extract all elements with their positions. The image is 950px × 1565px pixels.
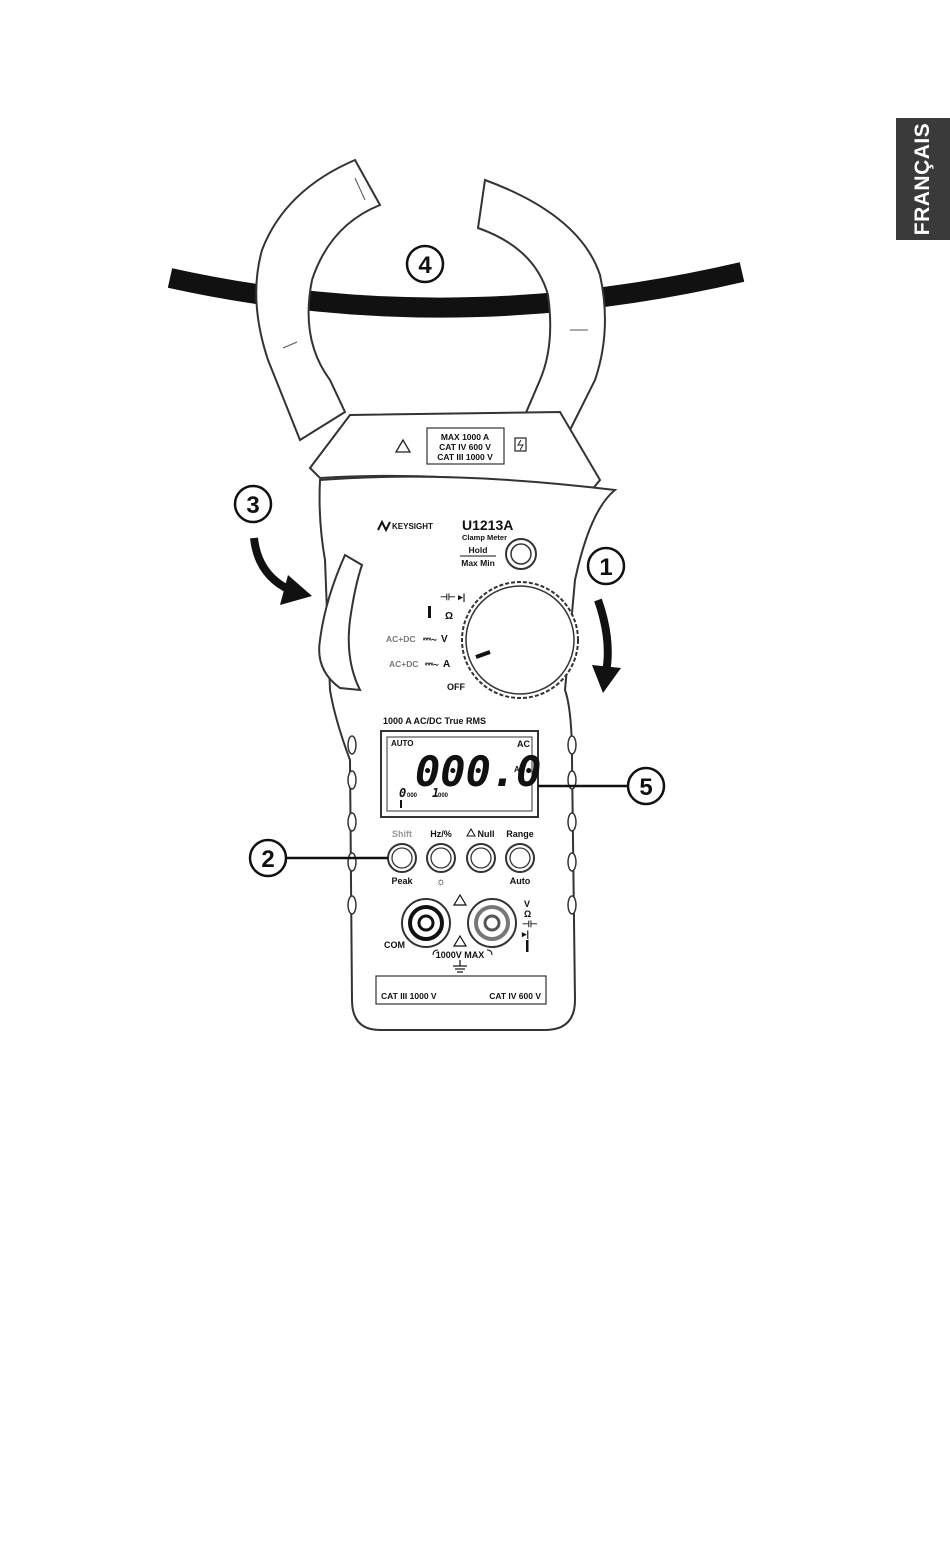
null-label: Null	[478, 829, 495, 839]
terminal-v-label: V	[524, 899, 530, 909]
null-button[interactable]	[467, 844, 495, 872]
jaw-cat-iii-label: CAT III 1000 V	[437, 452, 493, 462]
callout-1: 1	[588, 548, 624, 584]
dial-a-label: A	[443, 659, 450, 670]
rotary-dial[interactable]	[462, 582, 578, 698]
dial-acdc-v-prefix: AC+DC	[386, 634, 416, 644]
arrow-1	[598, 600, 608, 672]
shift-peak-button[interactable]	[388, 844, 416, 872]
hold-label: Hold	[469, 545, 488, 555]
max-voltage-label: 1000V MAX	[436, 950, 485, 960]
footer-right: CAT IV 600 V	[489, 991, 541, 1001]
lcd-unit: A	[514, 765, 520, 774]
svg-text:⎓∼: ⎓∼	[423, 634, 437, 645]
svg-text:5: 5	[639, 774, 652, 801]
callout-3: 3	[235, 486, 271, 522]
svg-text:4: 4	[418, 252, 432, 279]
jaw-max-label: MAX 1000 A	[441, 432, 489, 442]
svg-text:⊣⊢: ⊣⊢	[522, 919, 538, 929]
model-subtitle: Clamp Meter	[462, 533, 507, 542]
com-label: COM	[384, 940, 405, 950]
dial-cap-diode-label: ⊣⊢ ▸|	[440, 592, 465, 602]
range-button[interactable]	[506, 844, 534, 872]
svg-text:3: 3	[246, 492, 259, 519]
dial-ohm-label: Ω	[445, 611, 453, 622]
svg-text:⎓∼: ⎓∼	[425, 659, 439, 670]
hz-label: Hz/%	[430, 829, 452, 839]
com-terminal[interactable]	[402, 899, 450, 947]
backlight-icon: ☼	[436, 876, 446, 888]
svg-text:▸|: ▸|	[521, 929, 529, 939]
brand-logo-text: KEYSIGHT	[392, 522, 433, 531]
callout-4: 4	[407, 246, 443, 282]
jaw-cat-iv-label: CAT IV 600 V	[439, 442, 491, 452]
dial-acdc-a-prefix: AC+DC	[389, 659, 419, 669]
range-label: Range	[506, 829, 534, 839]
arrow-3	[254, 538, 290, 590]
lcd-small-left-sub: 000	[407, 793, 418, 799]
v-ohm-terminal[interactable]	[468, 899, 516, 947]
peak-label: Peak	[391, 876, 413, 886]
svg-text:2: 2	[261, 846, 274, 873]
shift-label: Shift	[392, 829, 412, 839]
svg-text:1: 1	[599, 554, 612, 581]
spec-line: 1000 A AC/DC True RMS	[383, 716, 486, 726]
model-label: U1213A	[462, 517, 513, 533]
lcd-small-left: 0	[399, 786, 406, 800]
dial-v-label: V	[441, 634, 448, 645]
terminal-ohm-label: Ω	[524, 909, 531, 919]
callout-5: 5	[628, 768, 664, 804]
lcd-auto: AUTO	[391, 739, 414, 748]
footer-left: CAT III 1000 V	[381, 991, 437, 1001]
hold-button[interactable]	[506, 539, 536, 569]
hz-button[interactable]	[427, 844, 455, 872]
dial-off-label: OFF	[447, 682, 465, 692]
lcd-small-right-sub: 000	[438, 793, 449, 799]
callout-2: 2	[250, 840, 286, 876]
max-min-label: Max Min	[461, 558, 495, 568]
auto-label: Auto	[510, 876, 531, 886]
